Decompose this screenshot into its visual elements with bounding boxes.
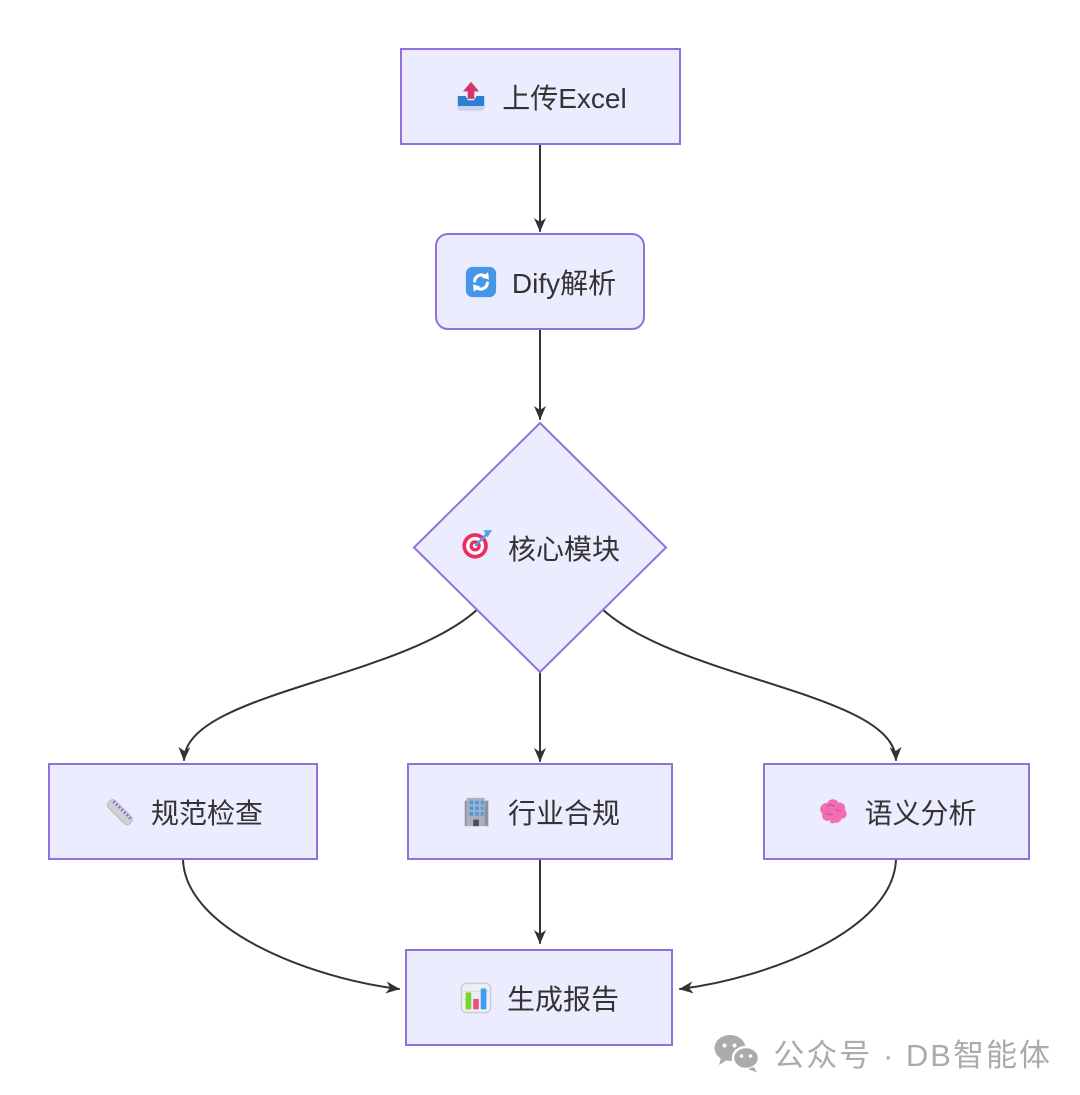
target-icon <box>460 527 494 568</box>
node-core-module: 核心模块 <box>412 421 668 674</box>
node-label: 上传Excel <box>502 82 627 114</box>
upload-icon <box>454 80 488 114</box>
node-semantic-analysis: 语义分析 <box>763 763 1030 860</box>
node-industry-compliance: 行业合规 <box>407 763 673 860</box>
watermark: 公众号 · DB智能体 <box>713 1030 1052 1075</box>
diamond-shape <box>412 421 668 674</box>
wechat-icon <box>713 1033 761 1073</box>
node-label: 行业合规 <box>507 797 620 829</box>
node-label: 规范检查 <box>150 797 263 829</box>
node-label: 语义分析 <box>864 797 977 829</box>
node-upload-excel: 上传Excel <box>400 48 681 145</box>
node-label: 生成报告 <box>506 983 619 1015</box>
node-spec-check: 规范检查 <box>48 763 318 860</box>
ruler-icon <box>103 795 137 829</box>
edge-semantic-to-report <box>679 859 897 994</box>
watermark-text: 公众号 · DB智能体 <box>773 1038 1052 1073</box>
sync-icon <box>464 265 498 299</box>
building-icon <box>460 795 494 829</box>
node-label: 核心模块 <box>507 533 620 565</box>
brain-icon <box>816 795 850 829</box>
edge-spec-to-report <box>182 859 400 994</box>
node-generate-report: 生成报告 <box>405 949 673 1046</box>
node-label: Dify解析 <box>511 267 617 299</box>
node-dify-parse: Dify解析 <box>435 233 645 330</box>
bar-chart-icon <box>459 981 493 1015</box>
